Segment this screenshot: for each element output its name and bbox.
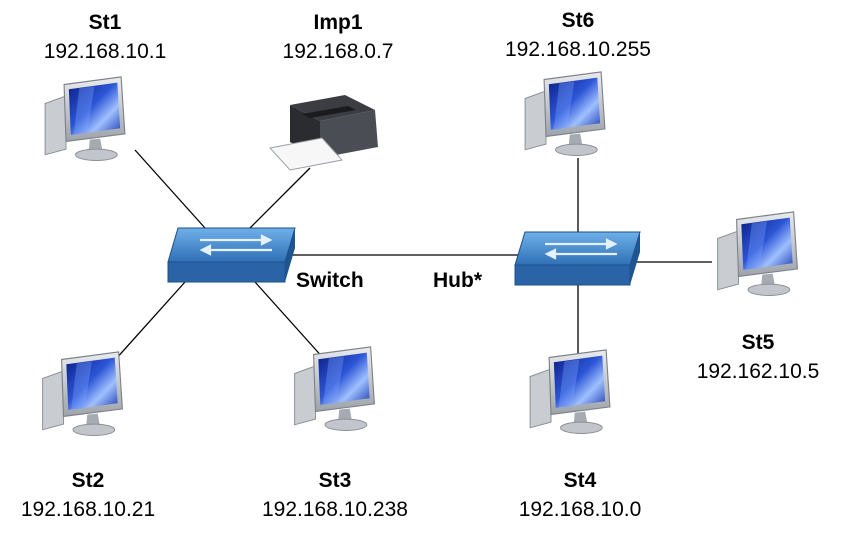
computer-icon-st6 [524,71,606,157]
computer-icon-st2 [41,351,124,437]
st4-label: St4 192.168.10.0 [490,470,670,520]
st5-ip: 192.162.10.5 [696,360,820,383]
switch-label: Switch [296,269,364,292]
st4-ip: 192.168.10.0 [518,498,642,521]
computer-icon-st3 [293,346,376,432]
st2-ip: 192.168.10.21 [20,498,156,521]
switch-device [167,227,296,283]
link-switch-st3 [254,281,326,361]
st6-label: St6 192.168.10.255 [488,10,668,60]
computer-icon-st1 [44,76,126,162]
computer-icon-st5 [716,211,799,297]
imp1-name: Imp1 [313,11,363,34]
st2-name: St2 [71,469,105,492]
st2-label: St2 192.168.10.21 [0,470,178,520]
st1-label: St1 192.168.10.1 [15,12,195,62]
hub-label: Hub* [433,269,482,292]
printer-icon [269,95,378,171]
st5-name: St5 [741,331,775,354]
st3-label: St3 192.168.10.238 [245,470,425,520]
st6-ip: 192.168.10.255 [505,38,651,61]
imp1-ip: 192.168.0.7 [282,40,394,63]
st6-name: St6 [561,9,595,32]
connection-lines [114,149,712,361]
st4-name: St4 [563,469,597,492]
st1-name: St1 [88,11,122,34]
link-imp1-switch [249,167,311,229]
link-st1-switch [134,149,206,229]
link-switch-st2 [114,281,186,361]
st3-ip: 192.168.10.238 [262,498,408,521]
computer-icon-st4 [529,349,611,435]
st3-name: St3 [318,469,352,492]
hub-device [514,231,641,286]
imp1-label: Imp1 192.168.0.7 [248,12,428,62]
st5-label: St5 192.162.10.5 [668,332,848,382]
st1-ip: 192.168.10.1 [43,40,167,63]
